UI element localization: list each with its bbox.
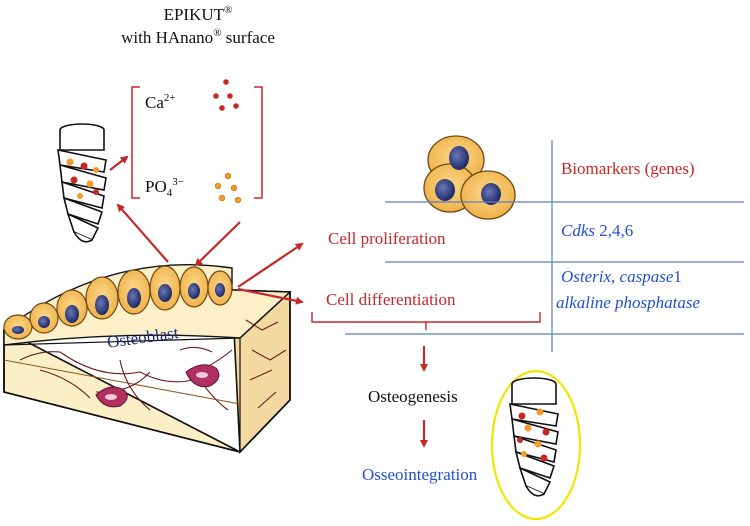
- arrows: [109, 155, 428, 448]
- proliferating-cells: [423, 135, 516, 220]
- osteoblast-nuclei: [12, 283, 225, 334]
- cell-proliferation-label: Cell proliferation: [328, 229, 446, 248]
- ion-bracket: [131, 86, 263, 199]
- product-title: EPIKUT® with HAnano® surface: [121, 4, 275, 47]
- phosphate-ion-label: PO43−: [145, 176, 184, 199]
- cell-differentiation-label: Cell differentiation: [326, 290, 456, 309]
- osseointegration-label: Osseointegration: [362, 465, 478, 484]
- implant-screw-bottom: [509, 377, 559, 497]
- calcium-dots: [213, 79, 239, 111]
- osteogenesis-label: Osteogenesis: [368, 387, 458, 406]
- biomarkers-header: Biomarkers (genes): [561, 159, 695, 178]
- biomarker-table-grid: [345, 140, 744, 352]
- differentiation-bracket: [311, 312, 541, 330]
- implant-particles-bottom: [517, 408, 550, 462]
- phosphate-dots: [214, 172, 242, 204]
- biomarker-row-osterix: Osterix, caspase1: [561, 267, 682, 286]
- implant-particles-top: [66, 158, 99, 199]
- implant-screw-top: [57, 123, 107, 243]
- calcium-ion-label: Ca2+: [145, 92, 176, 112]
- biomarker-row-alp: alkaline phosphatase: [556, 293, 701, 312]
- osteocytes: [95, 364, 220, 408]
- biomarker-row-cdks: Cdks 2,4,6: [561, 221, 634, 240]
- highlight-ellipse: [490, 369, 582, 521]
- proliferating-nuclei: [435, 146, 501, 205]
